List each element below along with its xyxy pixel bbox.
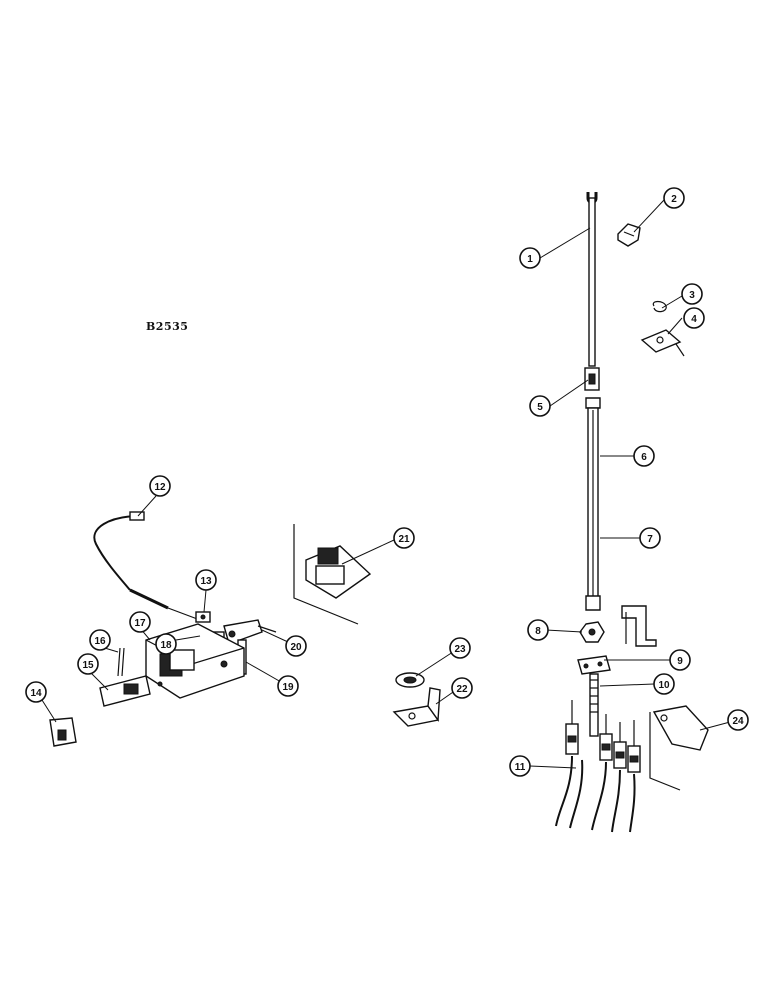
part-washer: [395, 672, 425, 688]
callout-20: 20: [285, 635, 307, 657]
callout-18: 18: [155, 633, 177, 655]
part-mount-bracket: [621, 605, 657, 647]
callout-10: 10: [653, 673, 675, 695]
callout-label-13: 13: [200, 576, 212, 587]
part-plate: [640, 329, 685, 357]
callout-label-8: 8: [535, 626, 541, 637]
callout-12: 12: [149, 475, 171, 497]
leader-lines: [41, 199, 731, 769]
callout-8: 8: [527, 619, 549, 641]
part-clip-bracket: [617, 223, 641, 247]
part-control-cable: [93, 511, 201, 621]
part-coupler: [584, 367, 600, 391]
callout-14: 14: [25, 681, 47, 703]
callout-label-1: 1: [527, 254, 533, 265]
part-bushing: [49, 717, 77, 747]
callout-label-21: 21: [398, 534, 410, 545]
callout-1: 1: [519, 247, 541, 269]
callout-5: 5: [529, 395, 551, 417]
callout-19: 19: [277, 675, 299, 697]
callout-13: 13: [195, 569, 217, 591]
callout-label-7: 7: [647, 534, 653, 545]
part-threaded-rod: [589, 673, 599, 737]
part-bracket-inset: [293, 524, 372, 625]
callout-label-15: 15: [82, 660, 94, 671]
callout-6: 6: [633, 445, 655, 467]
callout-label-19: 19: [282, 682, 294, 693]
callout-16: 16: [89, 629, 111, 651]
part-angle-bracket: [392, 687, 441, 727]
callout-label-20: 20: [290, 642, 302, 653]
part-valve-cluster: [555, 700, 641, 833]
callout-label-23: 23: [454, 644, 466, 655]
figure-code: B2535: [146, 320, 189, 333]
callout-11: 11: [509, 755, 531, 777]
callout-21: 21: [393, 527, 415, 549]
part-pin: [117, 647, 125, 677]
callout-label-6: 6: [641, 452, 647, 463]
callout-label-10: 10: [658, 680, 670, 691]
part-base-plate: [577, 655, 611, 675]
callout-label-18: 18: [160, 640, 172, 651]
part-nut: [579, 621, 605, 643]
callout-label-12: 12: [154, 482, 166, 493]
callout-15: 15: [77, 653, 99, 675]
callout-label-24: 24: [732, 716, 744, 727]
part-cover-plate: [649, 705, 709, 791]
callout-label-5: 5: [537, 402, 543, 413]
callout-22: 22: [451, 677, 473, 699]
callout-label-2: 2: [671, 194, 677, 205]
callout-label-3: 3: [689, 290, 695, 301]
callout-2: 2: [663, 187, 685, 209]
callout-4: 4: [683, 307, 705, 329]
callout-23: 23: [449, 637, 471, 659]
callout-7: 7: [639, 527, 661, 549]
callout-label-4: 4: [691, 314, 697, 325]
callout-24: 24: [727, 709, 749, 731]
part-rod-upper: [586, 192, 598, 367]
callout-label-17: 17: [134, 618, 146, 629]
callout-9: 9: [669, 649, 691, 671]
part-cable-clamp: [195, 611, 211, 623]
callout-label-9: 9: [677, 656, 683, 667]
part-shaft: [99, 675, 151, 707]
callout-17: 17: [129, 611, 151, 633]
callout-label-22: 22: [456, 684, 468, 695]
callout-label-11: 11: [515, 762, 526, 773]
part-rod-middle: [585, 397, 601, 611]
callout-3: 3: [681, 283, 703, 305]
callout-label-14: 14: [30, 688, 42, 699]
callout-label-16: 16: [94, 636, 106, 647]
